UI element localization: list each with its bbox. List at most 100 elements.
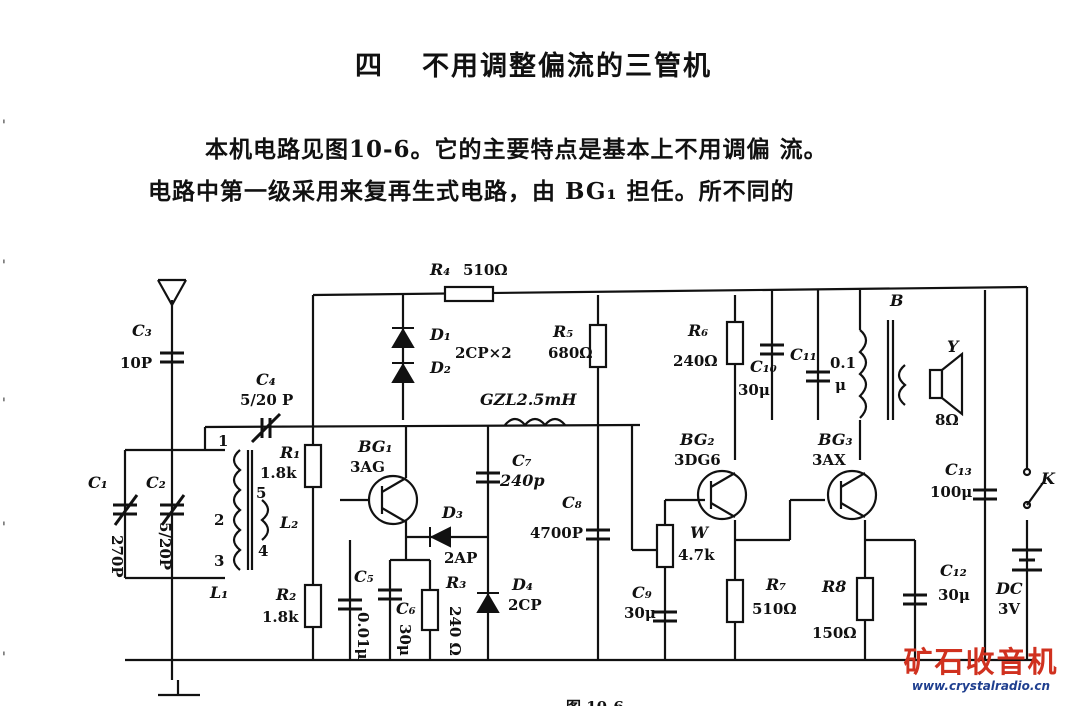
label-c12: C₁₂ bbox=[940, 561, 967, 580]
coil-pin-3: 3 bbox=[214, 552, 224, 570]
label-r2: R₂ bbox=[275, 585, 296, 604]
watermark-logo: 矿石收音机 www.crystalradio.cn bbox=[897, 645, 1065, 705]
label-dc: DC bbox=[995, 579, 1023, 598]
label-r7: R₇ bbox=[765, 575, 786, 594]
diode-d1 bbox=[391, 327, 415, 348]
label-c13-value: 100μ bbox=[930, 483, 972, 501]
figure-caption: 图 10-6 bbox=[566, 698, 624, 706]
switch-k bbox=[1022, 467, 1046, 510]
label-d4-value: 2CP bbox=[508, 596, 542, 614]
label-d4: D₄ bbox=[511, 575, 533, 594]
diode-d3 bbox=[429, 526, 451, 548]
paragraph-2: 电路中第一级采用来复再生式电路，由 BG₁ 担任。所不同的 bbox=[148, 178, 795, 205]
label-c8-value: 4700P bbox=[530, 524, 583, 542]
capacitor-c13 bbox=[973, 488, 997, 501]
potentiometer-w bbox=[655, 523, 675, 569]
margin-mark: ' bbox=[2, 118, 6, 134]
label-c11: C₁₁ bbox=[790, 345, 817, 364]
label-c2-value: 5/20P bbox=[156, 522, 174, 570]
label-r4: R₄ bbox=[429, 260, 450, 279]
label-d3: D₃ bbox=[441, 503, 463, 522]
watermark-url: www.crystalradio.cn bbox=[911, 679, 1051, 693]
label-c5: C₅ bbox=[354, 567, 374, 586]
label-c1: C₁ bbox=[88, 473, 108, 492]
capacitor-c9 bbox=[653, 610, 677, 623]
antenna-icon bbox=[157, 278, 187, 308]
margin-mark: ' bbox=[2, 396, 6, 412]
label-d2: D₂ bbox=[429, 358, 451, 377]
label-l1: L₁ bbox=[209, 583, 228, 602]
resistor-r2 bbox=[303, 583, 323, 629]
label-c3-value: 10P bbox=[120, 354, 152, 372]
label-r8-value: 150Ω bbox=[812, 624, 857, 642]
label-r5-value: 680Ω bbox=[548, 344, 593, 362]
label-y: Y bbox=[947, 337, 960, 356]
label-c11-value: 0.1 bbox=[830, 354, 856, 372]
label-w-value: 4.7k bbox=[678, 546, 715, 564]
label-y-value: 8Ω bbox=[935, 411, 959, 429]
label-c9-value: 30μ bbox=[624, 604, 656, 622]
label-r6: R₆ bbox=[687, 321, 708, 340]
resistor-r4 bbox=[443, 285, 495, 303]
capacitor-c2 bbox=[160, 494, 186, 526]
resistor-r6 bbox=[725, 320, 745, 366]
transformer-b bbox=[858, 329, 868, 419]
label-bg2: BG₂ bbox=[679, 430, 715, 449]
label-r2-value: 1.8k bbox=[262, 608, 299, 626]
coil-pin-1: 1 bbox=[218, 432, 228, 450]
label-c7: C₇ bbox=[512, 451, 532, 470]
coil-pin-2: 2 bbox=[214, 511, 224, 529]
label-k: K bbox=[1040, 469, 1056, 488]
label-c12-value: 30μ bbox=[938, 586, 970, 604]
label-c4-value: 5/20 P bbox=[240, 391, 293, 409]
coil-l1 bbox=[232, 449, 242, 571]
label-r4-value: 510Ω bbox=[463, 261, 508, 279]
diode-d2 bbox=[391, 362, 415, 383]
capacitor-c1 bbox=[113, 494, 139, 526]
label-c6-value: 30μ bbox=[396, 624, 414, 656]
resistor-r5 bbox=[588, 323, 608, 369]
capacitor-c12 bbox=[903, 593, 927, 606]
label-r8: R8 bbox=[821, 577, 846, 596]
capacitor-c7 bbox=[476, 471, 500, 484]
coil-pin-4: 4 bbox=[258, 542, 268, 560]
label-c2: C₂ bbox=[146, 473, 166, 492]
label-c1-value: 270P bbox=[108, 535, 126, 578]
transistor-bg1 bbox=[340, 427, 419, 526]
label-bg2-type: 3DG6 bbox=[674, 451, 721, 469]
label-r3-value: 240 Ω bbox=[446, 606, 464, 656]
capacitor-c11 bbox=[806, 370, 830, 383]
label-bg1-type: 3AG bbox=[350, 458, 385, 476]
label-c8: C₈ bbox=[562, 493, 582, 512]
capacitor-c3 bbox=[160, 351, 184, 364]
label-bg1: BG₁ bbox=[357, 437, 393, 456]
coil-gzl bbox=[504, 417, 566, 427]
resistor-r8 bbox=[855, 576, 875, 622]
label-c5-value: 0.01μ bbox=[354, 612, 372, 660]
label-r1-value: 1.8k bbox=[260, 464, 297, 482]
label-bg3: BG₃ bbox=[817, 430, 853, 449]
label-r6-value: 240Ω bbox=[673, 352, 718, 370]
capacitor-c5 bbox=[338, 598, 362, 611]
label-gzl: GZL2.5mH bbox=[480, 390, 577, 409]
capacitor-c8 bbox=[586, 528, 610, 541]
label-r3: R₃ bbox=[445, 573, 466, 592]
label-c3: C₃ bbox=[132, 321, 152, 340]
capacitor-c6 bbox=[378, 588, 402, 601]
label-b: B bbox=[889, 291, 904, 310]
transistor-bg3 bbox=[826, 469, 878, 521]
label-dc-value: 3V bbox=[998, 600, 1020, 618]
label-c13: C₁₃ bbox=[945, 460, 972, 479]
label-c10-value: 30μ bbox=[738, 381, 770, 399]
label-d1: D₁ bbox=[429, 325, 451, 344]
transistor-bg2 bbox=[696, 469, 748, 521]
label-r1: R₁ bbox=[279, 443, 300, 462]
capacitor-c10 bbox=[760, 343, 784, 356]
label-d3-value: 2AP bbox=[444, 549, 477, 567]
label-d-value: 2CP×2 bbox=[455, 344, 512, 362]
watermark-name: 矿石收音机 bbox=[903, 645, 1059, 679]
section-title-text: 不用调整偏流的三管机 bbox=[422, 51, 712, 82]
coil-pin-5: 5 bbox=[256, 484, 266, 502]
label-bg3-type: 3AX bbox=[812, 451, 846, 469]
